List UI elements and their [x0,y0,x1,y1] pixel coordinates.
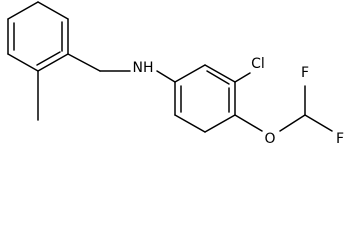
fluorine-top-label: F [301,65,309,81]
tolyl-ring [7,1,69,72]
bond [7,1,39,20]
aryl-oxygen-bond [234,114,263,132]
chloro-bond [234,72,251,83]
oxygen-label: O [264,131,275,147]
molecule-structure: NH Cl O F F [7,1,344,147]
nh-label: NH [133,60,154,76]
bond [174,114,206,133]
bond [37,1,69,20]
oxygen-carbon-bond [279,114,306,132]
bond [7,53,39,72]
chlorine-label: Cl [251,56,265,72]
bond [204,114,236,133]
nh-ring-bond [156,70,176,83]
double-bond-inner [206,70,230,85]
bond [204,64,236,83]
benzyl-bond [67,53,101,72]
fluorine-bottom-label: F [336,131,344,147]
anilino-ring [174,64,236,133]
double-bond-inner [36,51,61,66]
bond [174,64,206,83]
bond [37,53,69,72]
carbon-fluorine-bottom-bond [304,114,333,132]
